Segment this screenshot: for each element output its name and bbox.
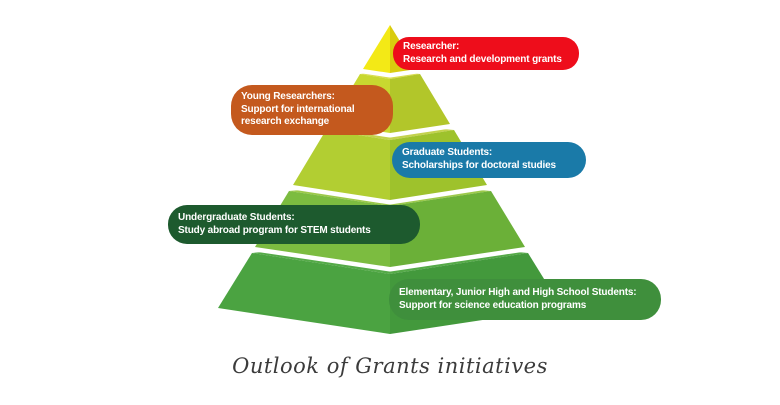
level-elementary-left-face	[218, 253, 390, 334]
label-line: Support for science education programs	[399, 299, 587, 311]
label-line: Researcher:	[403, 40, 460, 52]
level-researcher-left-face	[363, 25, 390, 73]
label-researcher: Researcher: Research and development gra…	[393, 37, 579, 70]
label-line: Young Researchers:	[241, 90, 335, 102]
label-line: Research and development grants	[403, 53, 562, 65]
label-line: research exchange	[241, 116, 330, 128]
label-line: Graduate Students:	[402, 147, 493, 159]
label-young-researchers: Young Researchers: Support for internati…	[231, 85, 393, 135]
level-graduate-left-face	[293, 130, 390, 200]
diagram-caption: Outlook of Grants initiatives	[232, 354, 548, 378]
level-young-researchers-right-face	[390, 74, 450, 133]
label-undergraduate-students: Undergraduate Students: Study abroad pro…	[168, 205, 420, 244]
label-elementary-students: Elementary, Junior High and High School …	[389, 279, 661, 320]
label-line: Undergraduate Students:	[178, 211, 295, 223]
label-line: Elementary, Junior High and High School …	[399, 286, 637, 298]
label-line: Support for international	[241, 103, 355, 115]
label-graduate-students: Graduate Students: Scholarships for doct…	[392, 142, 586, 178]
level-undergraduate-right-face	[390, 191, 525, 267]
label-line: Study abroad program for STEM students	[178, 224, 371, 236]
label-line: Scholarships for doctoral studies	[402, 160, 556, 171]
